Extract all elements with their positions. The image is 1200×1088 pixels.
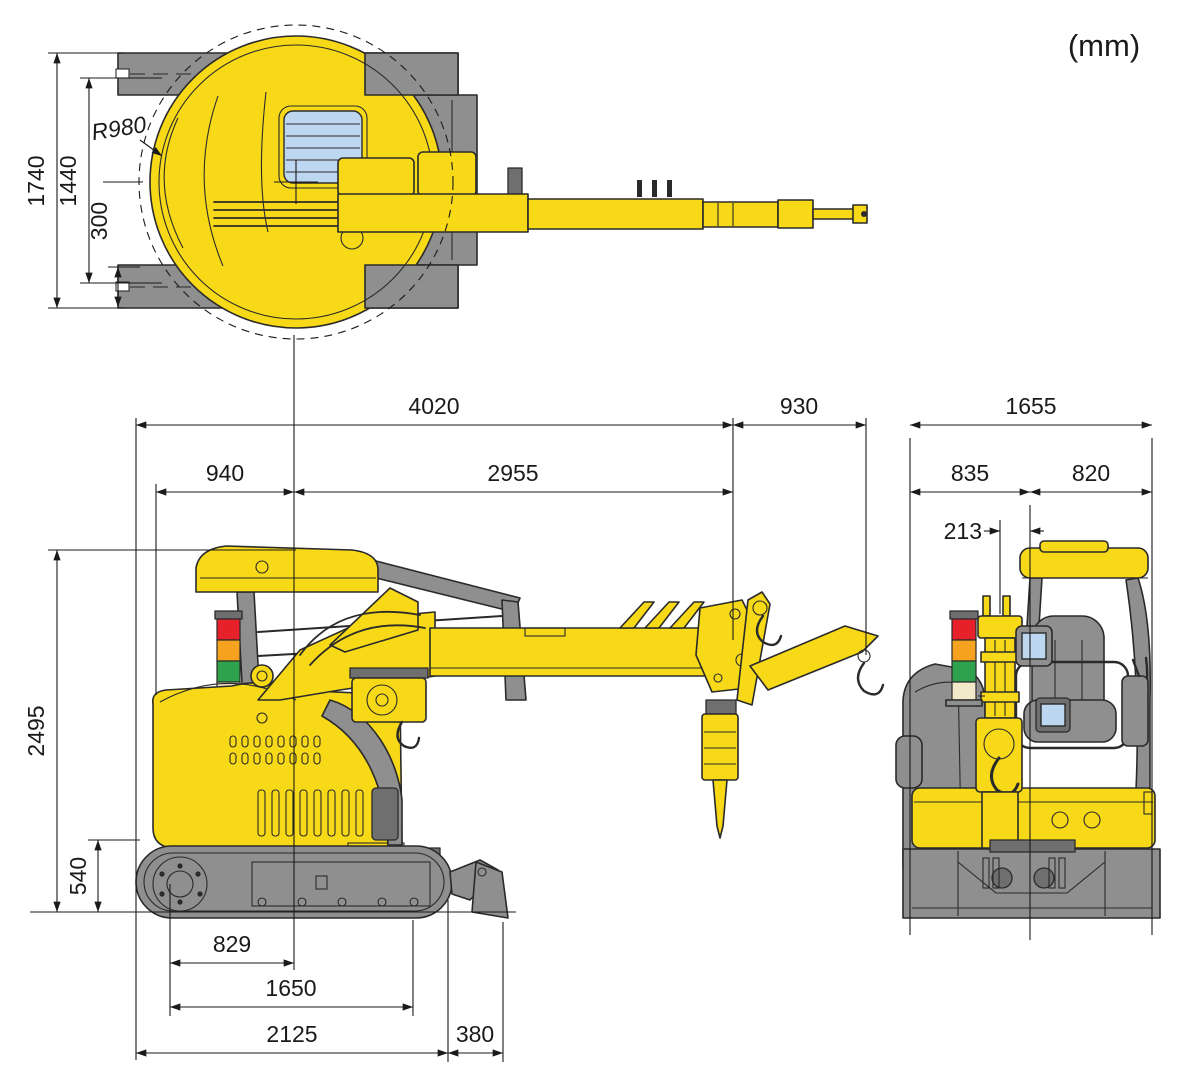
dimension-annotations: 1740 1440 300 R980 4020 93 bbox=[23, 28, 1153, 1062]
dim-side-crawler-overall-length-label: 2125 bbox=[266, 1021, 317, 1047]
dim-front-boom-offset-label: 213 bbox=[944, 518, 982, 544]
upper-arm-hook bbox=[736, 591, 783, 706]
dim-top-inner-width: 1440 bbox=[55, 77, 162, 284]
swing-center-mark bbox=[103, 160, 318, 204]
tail-swing-radius-label: R980 bbox=[90, 111, 149, 145]
crawler-tracks-front bbox=[902, 839, 1161, 919]
dim-front-boom-offset: 213 bbox=[944, 518, 1044, 614]
signal-green-light bbox=[216, 660, 241, 683]
hydraulic-breaker bbox=[701, 699, 739, 839]
dim-side-crawler-contact-length-label: 1650 bbox=[265, 975, 316, 1001]
dim-front-overall-width: 1655 bbox=[909, 393, 1153, 935]
boom-side bbox=[250, 587, 885, 839]
dim-side-crawler-overall-length: 2125 bbox=[135, 900, 449, 1062]
boom-top bbox=[337, 151, 868, 233]
dim-top-overall-width-label: 1740 bbox=[23, 155, 49, 206]
dim-side-crawler-height: 540 bbox=[65, 839, 140, 913]
dim-front-right-half: 820 bbox=[1029, 460, 1153, 496]
dim-front-left-half: 835 bbox=[909, 460, 1031, 940]
dim-side-tumbler-distance: 829 bbox=[169, 884, 295, 1016]
signal-red-light bbox=[216, 618, 241, 641]
dim-side-crawler-contact-length: 1650 bbox=[169, 920, 414, 1016]
dim-front-right-half-label: 820 bbox=[1072, 460, 1110, 486]
dim-side-overall-length: 4020 bbox=[135, 393, 734, 1060]
dim-side-boom-length: 2955 bbox=[293, 460, 734, 496]
signal-amber-light bbox=[216, 639, 241, 662]
dim-side-blade-offset-label: 380 bbox=[456, 1021, 494, 1047]
dim-side-overall-length-label: 4020 bbox=[408, 393, 459, 419]
engine-grille bbox=[229, 735, 364, 837]
dim-side-crawler-height-label: 540 bbox=[65, 857, 91, 895]
dim-tail-swing-radius: R980 bbox=[90, 111, 163, 157]
dim-front-overall-width-label: 1655 bbox=[1005, 393, 1056, 419]
dim-side-rear-overhang-label: 940 bbox=[206, 460, 244, 486]
winch-hook-block bbox=[349, 667, 429, 749]
dim-top-track-shoe-width-label: 300 bbox=[86, 202, 112, 240]
dim-top-inner-width-label: 1440 bbox=[55, 155, 81, 206]
blade-side bbox=[449, 859, 509, 919]
jib-arm-hook bbox=[749, 625, 885, 696]
dim-side-overall-height-label: 2495 bbox=[23, 705, 49, 756]
dim-top-overall-width: 1740 bbox=[23, 52, 125, 309]
body-side bbox=[151, 682, 441, 863]
unit-label: (mm) bbox=[1068, 28, 1140, 63]
monitor-display bbox=[1015, 625, 1053, 667]
signal-tower-front bbox=[945, 610, 985, 707]
dim-front-left-half-label: 835 bbox=[951, 460, 989, 486]
boom-front bbox=[975, 595, 1023, 849]
body-band-front bbox=[911, 787, 1156, 849]
dim-side-rear-overhang: 940 bbox=[155, 460, 295, 695]
dim-side-overall-height: 2495 bbox=[23, 549, 516, 913]
front-view bbox=[895, 540, 1161, 919]
dim-top-track-shoe-width: 300 bbox=[86, 202, 140, 308]
dim-side-blade-offset: 380 bbox=[447, 922, 504, 1062]
console-display bbox=[1035, 697, 1071, 733]
telescopic-boom bbox=[429, 627, 741, 677]
top-view bbox=[103, 24, 868, 340]
side-view bbox=[135, 545, 885, 919]
dim-side-head-extension: 930 bbox=[732, 393, 867, 655]
dim-side-head-extension-label: 930 bbox=[780, 393, 818, 419]
dim-side-boom-length-label: 2955 bbox=[487, 460, 538, 486]
swing-pedestal bbox=[989, 839, 1076, 853]
dim-side-tumbler-distance-label: 829 bbox=[213, 931, 251, 957]
